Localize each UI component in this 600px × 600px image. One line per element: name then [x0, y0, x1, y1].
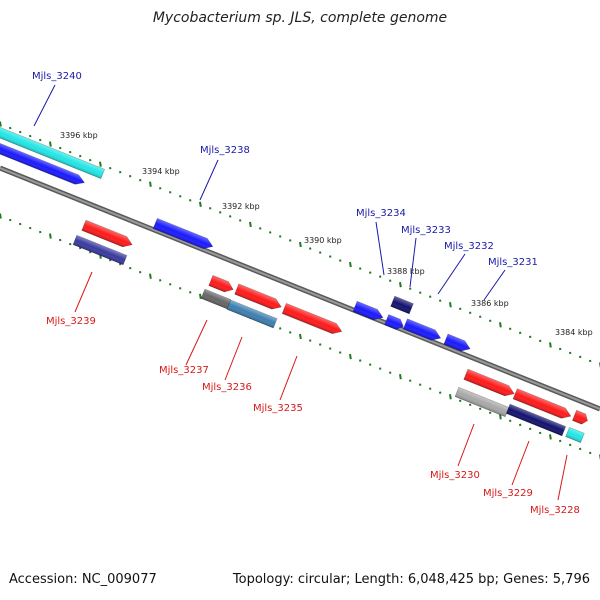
- tick-mark: [399, 282, 402, 288]
- gene-label[interactable]: Mjls_3231: [488, 257, 538, 268]
- tick-mark: [299, 241, 302, 248]
- gene-mjls-3231[interactable]: [443, 333, 472, 354]
- genome-backbone: [0, 165, 600, 412]
- tick-mark: [199, 201, 202, 207]
- tick-mark: [0, 213, 2, 219]
- gene-mjls-3237[interactable]: [200, 288, 232, 310]
- tick-mark: [449, 394, 452, 400]
- tick-mark: [249, 221, 252, 228]
- gene-mjls-3228[interactable]: [565, 426, 585, 444]
- gene-mjls-3229-red[interactable]: [512, 388, 573, 422]
- gene-label[interactable]: Mjls_3234: [356, 208, 406, 219]
- gene-mjls-3230[interactable]: [454, 386, 510, 418]
- gene-mjls-3229[interactable]: [505, 403, 567, 437]
- gene-label[interactable]: Mjls_3238: [200, 145, 250, 156]
- gene-mjls-3237-red[interactable]: [208, 275, 235, 294]
- gene-mjls-3240[interactable]: [0, 140, 86, 188]
- gene-mjls-3236[interactable]: [226, 299, 278, 329]
- map-title: Mycobacterium sp. JLS, complete genome: [152, 10, 448, 26]
- gene-mjls-3239[interactable]: [72, 234, 128, 266]
- gene-mjls-3228-red[interactable]: [572, 409, 589, 425]
- kbp-labels: 3396 kbp 3394 kbp 3392 kbp 3390 kbp 3388…: [60, 131, 593, 337]
- gene-labels-bottom: Mjls_3239 Mjls_3237 Mjls_3236 Mjls_3235 …: [46, 316, 580, 516]
- tick-mark: [0, 121, 2, 127]
- gene-label[interactable]: Mjls_3230: [430, 470, 480, 481]
- gene-features: [0, 124, 589, 444]
- gene-mjls-3238[interactable]: [152, 217, 215, 251]
- tick-mark: [49, 141, 52, 147]
- gene-label[interactable]: Mjls_3232: [444, 241, 494, 252]
- gene-label[interactable]: Mjls_3229: [483, 488, 533, 499]
- accession-text: Accession: NC_009077: [9, 572, 157, 587]
- tick-mark: [399, 374, 402, 380]
- kbp-label: 3396 kbp: [60, 131, 98, 140]
- gene-label[interactable]: Mjls_3240: [32, 71, 82, 82]
- gene-mjls-3232[interactable]: [402, 318, 442, 343]
- tick-mark: [349, 261, 352, 268]
- gene-labels-top: Mjls_3240 Mjls_3238 Mjls_3234 Mjls_3233 …: [32, 71, 538, 268]
- tick-mark: [349, 353, 352, 360]
- gene-mjls-3235[interactable]: [281, 302, 344, 336]
- gene-label[interactable]: Mjls_3236: [202, 382, 252, 393]
- gene-label[interactable]: Mjls_3239: [46, 316, 96, 327]
- kbp-label: 3390 kbp: [304, 236, 342, 245]
- gene-mjls-3240-cyan[interactable]: [0, 124, 106, 180]
- kbp-label: 3388 kbp: [387, 267, 425, 276]
- tick-mark: [149, 181, 152, 187]
- tick-mark: [149, 273, 152, 279]
- tick-mark: [549, 434, 552, 440]
- tick-mark: [449, 302, 452, 308]
- tick-mark: [299, 333, 302, 340]
- gene-mjls-3230-red[interactable]: [463, 368, 516, 399]
- gene-mjls-3234[interactable]: [352, 300, 385, 322]
- leader-lines: [33, 84, 568, 501]
- gene-mjls-3236-red[interactable]: [234, 283, 284, 312]
- genome-summary-text: Topology: circular; Length: 6,048,425 bp…: [232, 572, 590, 587]
- tick-mark: [49, 233, 52, 239]
- tick-mark: [199, 293, 202, 299]
- kbp-label: 3394 kbp: [142, 167, 180, 176]
- tick-mark: [549, 342, 552, 348]
- gene-label[interactable]: Mjls_3233: [401, 225, 451, 236]
- tick-mark: [499, 414, 502, 420]
- tick-mark: [499, 322, 502, 328]
- gene-mjls-3233[interactable]: [390, 295, 414, 315]
- gene-mjls-3239-red[interactable]: [81, 219, 134, 250]
- gene-label[interactable]: Mjls_3235: [253, 403, 303, 414]
- scale-ticks-outer: [0, 121, 600, 368]
- gene-label[interactable]: Mjls_3237: [159, 365, 209, 376]
- kbp-label: 3386 kbp: [471, 299, 509, 308]
- gene-label[interactable]: Mjls_3228: [530, 505, 580, 516]
- kbp-label: 3384 kbp: [555, 328, 593, 337]
- kbp-label: 3392 kbp: [222, 202, 260, 211]
- gene-mjls-3233b[interactable]: [384, 314, 406, 332]
- tick-mark: [99, 161, 102, 167]
